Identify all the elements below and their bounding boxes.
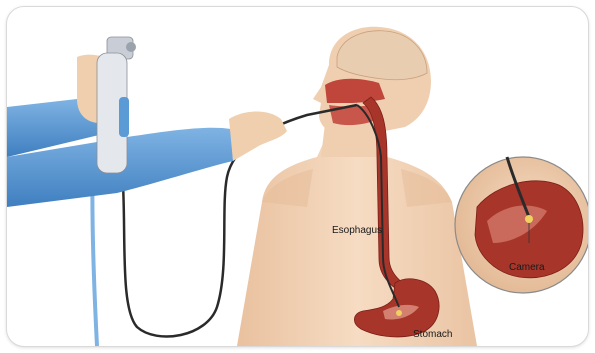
camera-tip-icon xyxy=(396,310,402,316)
camera-label: Camera xyxy=(509,262,545,273)
zoom-camera-icon xyxy=(525,215,533,223)
patient-body xyxy=(237,27,477,346)
esophagus-label: Esophagus xyxy=(332,225,382,236)
stomach-label: Stomach xyxy=(413,329,452,340)
endoscopy-illustration xyxy=(7,7,588,346)
illustration-frame: Esophagus Stomach Camera xyxy=(6,6,589,347)
